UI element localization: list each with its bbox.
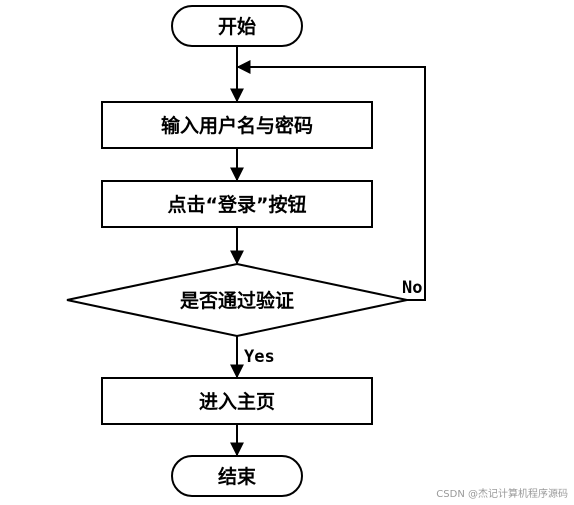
no-label: No: [402, 278, 422, 298]
click-process-label: 点击“登录”按钮: [168, 193, 307, 216]
home-process-label: 进入主页: [199, 391, 275, 413]
input-process-box: [101, 101, 373, 149]
check-decision-label: 是否通过验证: [180, 289, 294, 312]
home-process-box: [101, 377, 373, 425]
start-label: 开始: [218, 15, 256, 38]
input-process-label: 输入用户名与密码: [161, 114, 313, 137]
end-label: 结束: [218, 465, 257, 488]
end-terminator: [171, 455, 303, 497]
yes-label: Yes: [244, 347, 275, 367]
watermark-text: CSDN @杰记计算机程序源码: [436, 487, 568, 500]
edge-no-loop: [236, 60, 426, 301]
